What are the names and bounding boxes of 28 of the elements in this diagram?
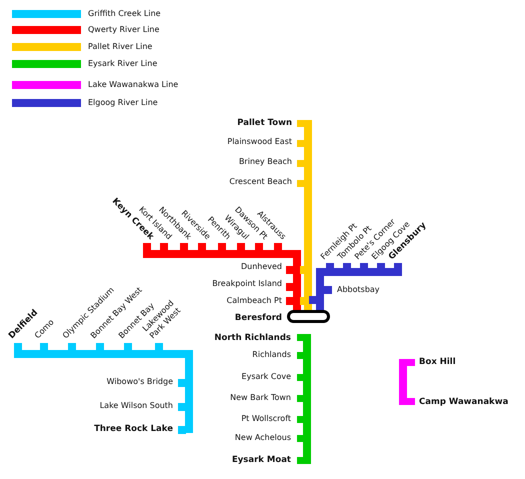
station-name: Briney Beach: [238, 157, 292, 167]
station-name: Box Hill: [419, 357, 456, 367]
legend-label: Eysark River Line: [88, 59, 158, 69]
station-name: North Richlands: [214, 333, 291, 343]
station-name: Three Rock Lake: [94, 424, 173, 434]
station-name: Breakpoint Island: [212, 279, 282, 289]
station-name: Lake Wilson South: [100, 401, 173, 411]
station-name: Beresford: [234, 313, 282, 323]
station-name: Calmbeach Pt: [226, 296, 282, 306]
station-name: Crescent Beach: [229, 177, 292, 187]
station-name: Abbotsbay: [337, 285, 380, 295]
legend-label: Qwerty River Line: [88, 25, 160, 35]
legend-label: Pallet River Line: [88, 42, 152, 52]
legend-label: Griffith Creek Line: [88, 9, 161, 19]
station-name: Camp Wawanakwa: [419, 397, 508, 407]
legend-label: Lake Wawanakwa Line: [88, 80, 178, 90]
station-name: Pallet Town: [237, 118, 292, 128]
station-name: Plainswood East: [227, 137, 292, 147]
station-name: Eysark Cove: [242, 372, 291, 382]
station-name: Richlands: [252, 350, 291, 360]
station-name: New Bark Town: [230, 393, 291, 403]
legend-label: Elgoog River Line: [88, 98, 158, 108]
station-name: New Achelous: [234, 433, 291, 443]
station-name: Pt Wollscroft: [241, 414, 291, 424]
station-name: Eysark Moat: [232, 455, 291, 465]
station-name: Wibowo's Bridge: [106, 377, 173, 387]
station-name: Dunheved: [240, 262, 282, 272]
route-line: [399, 359, 407, 405]
